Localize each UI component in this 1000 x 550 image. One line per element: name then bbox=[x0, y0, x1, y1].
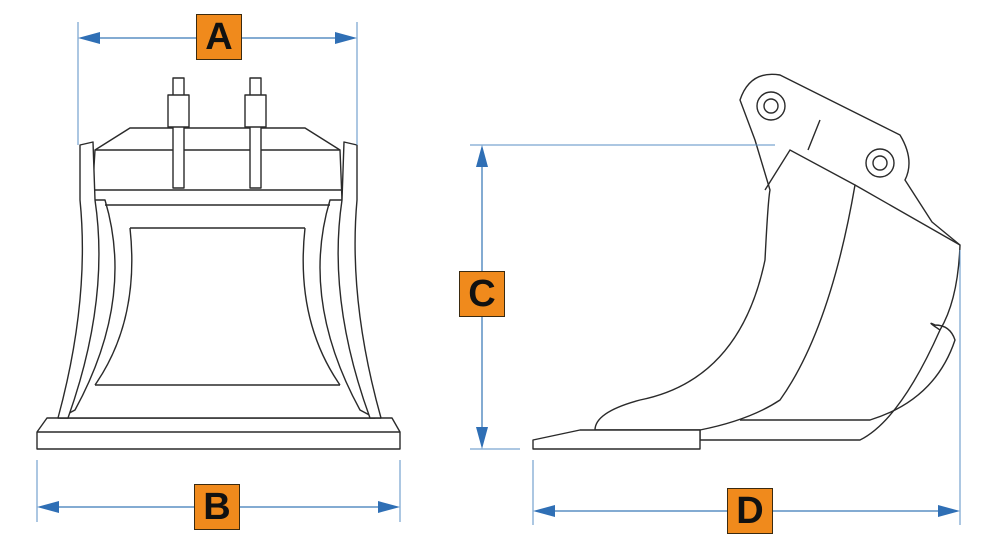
bucket-side-view bbox=[532, 73, 961, 450]
dimension-c bbox=[470, 144, 775, 450]
dimension-label-d: D bbox=[727, 488, 773, 534]
dimension-label-c: C bbox=[459, 271, 505, 317]
dimension-label-b: B bbox=[194, 484, 240, 530]
bucket-front-view bbox=[36, 77, 401, 450]
dimension-label-a: A bbox=[196, 14, 242, 60]
